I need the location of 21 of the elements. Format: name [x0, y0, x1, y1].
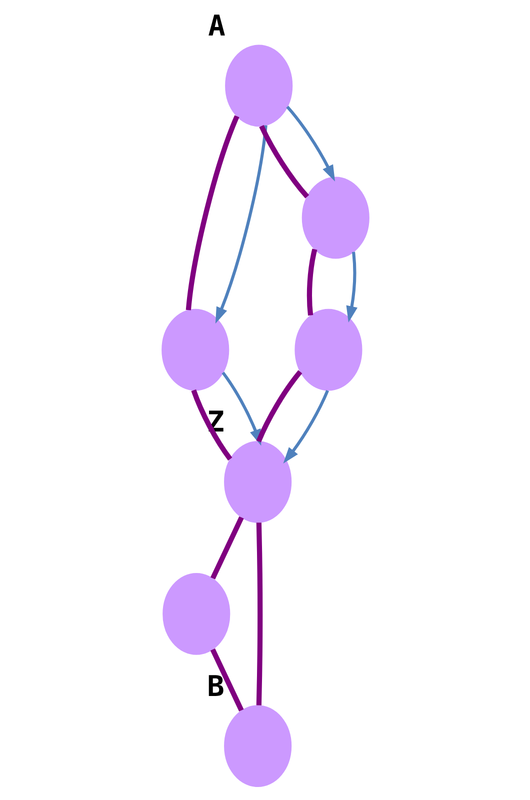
node-label: A [208, 8, 225, 42]
connector [210, 516, 244, 580]
connector [256, 370, 302, 442]
node-ellipse [161, 308, 229, 391]
arrow [286, 106, 335, 182]
connector [306, 248, 317, 316]
node-label: B [206, 668, 224, 703]
node-ellipse [224, 44, 292, 127]
connector [258, 124, 309, 198]
connector [210, 648, 244, 712]
arrow [346, 252, 357, 322]
node-ellipse [294, 308, 362, 391]
node-ellipse [301, 176, 369, 259]
connector [185, 115, 239, 310]
node-ellipse [224, 440, 292, 523]
arrow [282, 390, 328, 464]
node-ellipse [162, 573, 230, 655]
arrow [214, 125, 267, 324]
connector [190, 389, 232, 461]
node-ellipse [224, 705, 292, 787]
connector [256, 522, 262, 706]
